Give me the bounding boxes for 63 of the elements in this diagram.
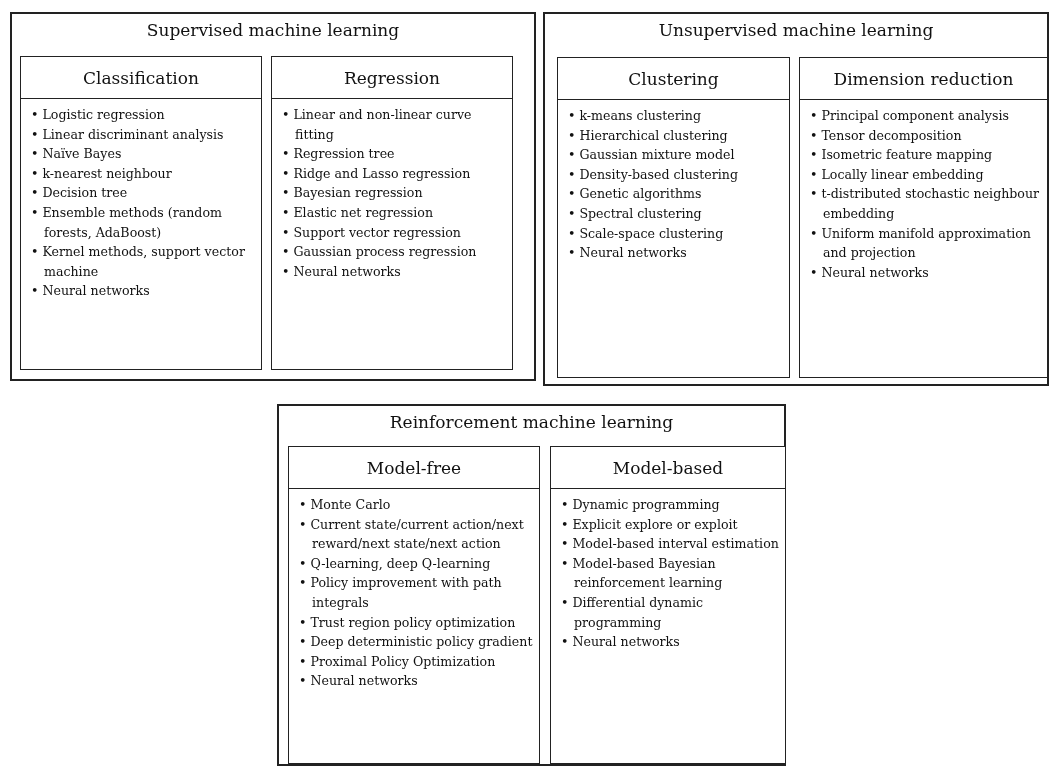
bullet-item: • Neural networks	[31, 282, 151, 301]
bullet-item: • Ensemble methods (random forests, AdaBoost)	[31, 203, 223, 242]
group-heading: Unsupervised machine learning	[657, 20, 935, 40]
bullet-item: • Neural networks	[810, 263, 930, 282]
bullet-item: • Gaussian mixture model	[568, 146, 736, 165]
bullet-item: • Linear and non-linear curve fitting	[282, 106, 473, 144]
bullet-item: • Model-based Bayesian reinforcement learning	[561, 554, 724, 593]
bullet-item: • Genetic algorithms	[568, 185, 703, 204]
bullet-item: • Spectral clustering	[568, 204, 703, 223]
group-panel	[10, 12, 536, 381]
bullet-item: • Decision tree	[31, 184, 129, 203]
bullet-item: • Locally linear embedding	[810, 165, 985, 184]
bullet-item: • Elastic net regression	[282, 203, 435, 222]
bullet-item: • Density-based clustering	[568, 165, 739, 184]
bullet-item: • Neural networks	[568, 244, 688, 263]
category-panel	[799, 57, 1048, 378]
category-heading: Dimension reduction	[800, 58, 1047, 100]
group-panel	[277, 404, 786, 766]
bullet-item: • Differential dynamic programming	[561, 593, 704, 632]
category-panel	[20, 56, 262, 370]
group-heading: Reinforcement machine learning	[388, 412, 675, 432]
bullet-item: • Neural networks	[299, 672, 419, 691]
category-heading: Model-free	[289, 447, 539, 489]
bullet-item: • Neural networks	[561, 633, 681, 652]
bullet-item: • Support vector regression	[282, 223, 462, 242]
category-panel	[288, 446, 540, 764]
bullet-item: • Linear discriminant analysis	[31, 125, 225, 144]
bullet-item: • Isometric feature mapping	[810, 146, 994, 165]
group-panel	[543, 12, 1049, 386]
bullet-item: • Trust region policy optimization	[299, 613, 517, 632]
bullet-item: • Dynamic programming	[561, 496, 721, 514]
bullet-item: • Uniform manifold approximation and projection	[810, 224, 1032, 263]
bullet-item: • Model-based interval estimation	[561, 535, 780, 554]
category-heading: Classification	[21, 57, 261, 99]
category-panel	[271, 56, 513, 370]
bullet-item: • Regression tree	[282, 145, 396, 164]
bullet-item: • Policy improvement with path integrals	[299, 574, 503, 612]
group-heading: Supervised machine learning	[145, 20, 401, 40]
bullet-item: • Naïve Bayes	[31, 145, 123, 164]
category-heading: Regression	[272, 57, 512, 99]
bullet-item: • Bayesian regression	[282, 184, 424, 203]
category-panel	[550, 446, 786, 764]
category-panel	[557, 57, 790, 378]
bullet-item: • Kernel methods, support vector machine	[31, 243, 246, 281]
bullet-item: • Tensor decomposition	[810, 126, 963, 145]
bullet-item: • t-distributed stochastic neighbour embedding	[810, 185, 1041, 223]
bullet-item: • Deep deterministic policy gradient	[299, 633, 534, 652]
bullet-item: • Q-learning, deep Q-learning	[299, 554, 492, 573]
bullet-item: • Proximal Policy Optimization	[299, 652, 497, 671]
bullet-item: • k-means clustering	[568, 107, 702, 125]
bullet-item: • Scale-space clustering	[568, 224, 725, 243]
bullet-item: • k-nearest neighbour	[31, 164, 173, 183]
bullet-item: • Logistic regression	[31, 106, 166, 124]
bullet-item: • Neural networks	[282, 262, 402, 281]
bullet-item: • Hierarchical clustering	[568, 126, 729, 145]
category-heading: Model-based	[551, 447, 785, 489]
bullet-item: • Current state/current action/next reward/next state/next action	[299, 515, 525, 554]
bullet-item: • Ridge and Lasso regression	[282, 164, 472, 183]
bullet-item: • Monte Carlo	[299, 496, 392, 514]
category-heading: Clustering	[558, 58, 789, 100]
bullet-item: • Explicit explore or exploit	[561, 515, 739, 534]
bullet-item: • Principal component analysis	[810, 107, 1010, 125]
bullet-item: • Gaussian process regression	[282, 243, 478, 262]
